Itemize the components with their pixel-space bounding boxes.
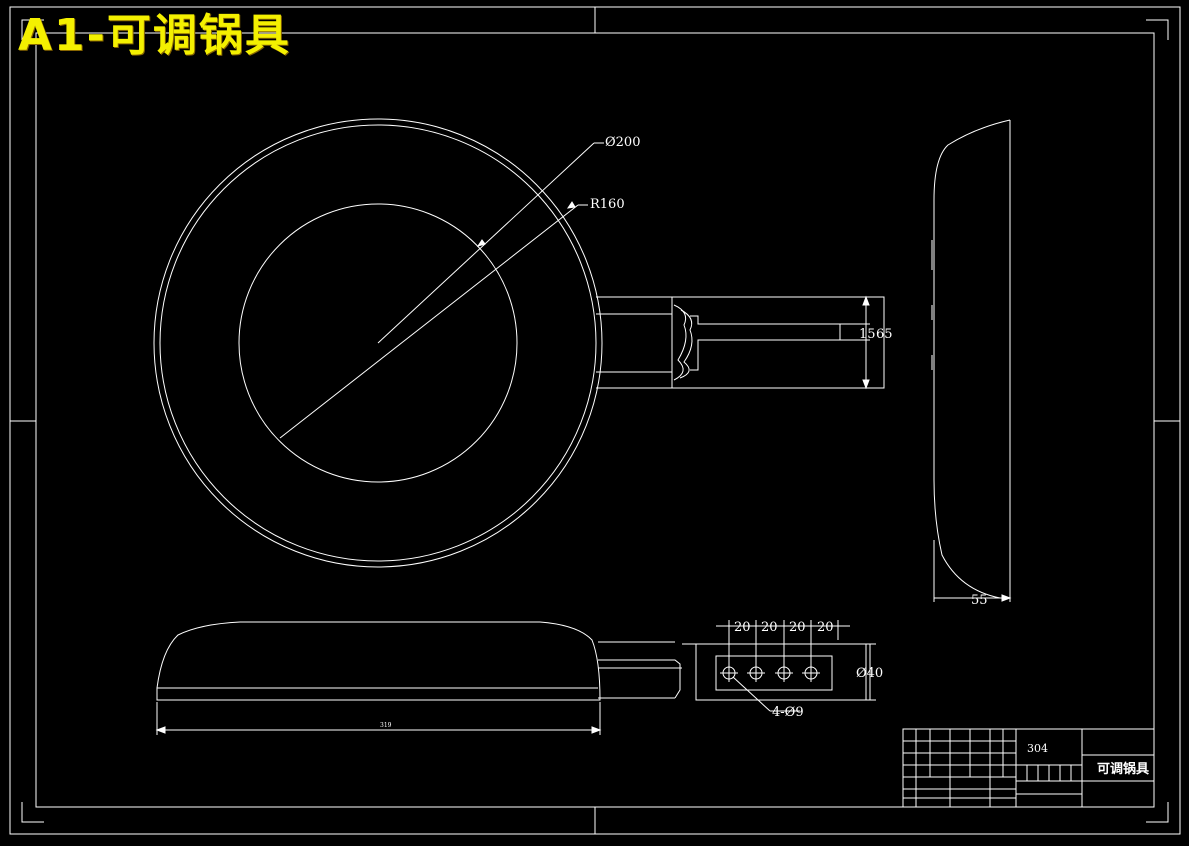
- leader-radius: [279, 204, 579, 439]
- corner-mark-br: [1146, 802, 1169, 823]
- hole-strip: [715, 655, 833, 691]
- dim-depth-label: 55: [971, 593, 988, 608]
- dim-pitch-label: 20: [734, 620, 751, 635]
- dim-radius-label: R160: [590, 197, 625, 212]
- dim-holes-label: 4-Ø9: [772, 705, 804, 720]
- corner-mark-bl: [21, 802, 44, 823]
- handle-slot: [690, 315, 841, 371]
- outer-border: [9, 6, 1181, 835]
- dim-pitch-label: 20: [761, 620, 778, 635]
- inner-border: [35, 32, 1155, 808]
- handle-front: [598, 659, 681, 699]
- dim-handle-inner-label: 15: [859, 327, 876, 342]
- dim-pitch-label: 20: [817, 620, 834, 635]
- drawing-title: A1-可调锅具: [18, 10, 291, 61]
- pan-front-profile: [156, 621, 601, 701]
- part-name-label: 可调锅具: [1097, 761, 1149, 777]
- dim-diameter-label: Ø200: [605, 135, 640, 150]
- material-label: 304: [1027, 742, 1048, 755]
- front-view: [155, 620, 876, 735]
- side-profile: [933, 119, 1011, 599]
- dim-handle-outer-label: 65: [876, 327, 893, 342]
- top-view: [153, 118, 885, 568]
- pan-base-circle: [238, 203, 518, 483]
- dim-pitch-label: 20: [789, 620, 806, 635]
- arrow-radius: [566, 201, 576, 209]
- pan-rim-outer: [153, 118, 603, 568]
- leader-diameter: [377, 142, 595, 344]
- title-block: [902, 728, 1155, 808]
- arrow-diameter: [476, 239, 486, 247]
- mounting-holes: [720, 664, 820, 682]
- handle-end-plate: [695, 643, 867, 701]
- dim-length-label: 319: [380, 722, 392, 729]
- dim-handle-diameter-label: Ø40: [856, 666, 883, 681]
- handle-joint-curve: [673, 304, 687, 381]
- pan-rim-inner: [159, 124, 597, 562]
- side-view: [931, 119, 1012, 602]
- corner-mark-tr: [1146, 19, 1169, 40]
- handle-outline: [596, 296, 885, 389]
- corner-mark-tl: [21, 19, 44, 40]
